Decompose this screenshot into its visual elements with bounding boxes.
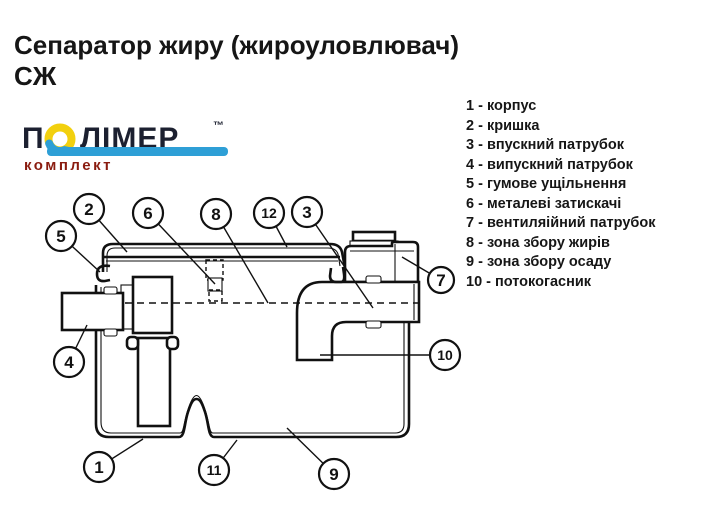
title-line-1: Сепаратор жиру (жироуловлювач) [14,30,459,60]
callout-number: 2 [84,200,93,219]
legend-item-10: 10 - потокогасник [466,273,592,290]
outlet-baffle [120,275,180,428]
callout-12: 12 [252,196,286,230]
callout-2: 2 [72,192,106,226]
inlet-elbow-pipe [295,275,421,362]
legend-item-5: 5 - гумове ущільнення [466,176,627,192]
rubber-seal-left [95,264,111,283]
logo-swoosh [47,147,228,156]
callout-number: 1 [94,458,103,477]
callout-6: 6 [131,196,165,230]
tank-body-outline [94,285,411,439]
legend-item-8: 8 - зона збору жирів [466,234,610,251]
legend-item-1: 1 - корпус [466,98,537,114]
callout-8: 8 [199,197,233,231]
callout-10: 10 [428,338,462,372]
trademark-symbol: ™ [213,120,224,132]
vent-cap [351,230,397,243]
legend-item-4: 4 - випускний патрубок [466,156,633,173]
legend-item-2: 2 - кришка [466,117,540,134]
title-line-2: СЖ [14,61,57,91]
lid-edge-right [328,266,346,284]
callout-number: 11 [207,462,222,478]
legend-item-6: 6 - металеві затискачі [466,195,622,212]
inlet-assembly [343,230,420,284]
callout-5: 5 [44,219,78,253]
logo: П ЛІМЕР ™ комплект [22,120,237,178]
legend-item-9: 9 - зона збору осаду [466,254,612,270]
callout-number: 10 [437,347,453,363]
callout-4: 4 [52,345,86,379]
callout-11: 11 [197,453,231,487]
callout-number: 4 [64,353,74,372]
callout-1: 1 [82,450,116,484]
page-title: Сепаратор жиру (жироуловлювач) СЖ [14,30,484,92]
callout-3: 3 [290,195,324,229]
callout-7: 7 [426,265,456,295]
metal-clamp [205,259,224,302]
callout-number: 7 [436,271,445,290]
outlet-pipe [60,286,125,337]
parts-legend: 1 - корпус 2 - кришка 3 - впускний патру… [466,97,686,292]
callout-number: 5 [56,227,65,246]
callout-number: 6 [143,204,152,223]
callout-number: 12 [261,205,277,221]
callout-9: 9 [317,457,351,491]
logo-subtitle: комплект [24,157,113,174]
legend-item-3: 3 - впускний патрубок [466,137,624,153]
callout-number: 8 [211,205,220,224]
callout-number: 3 [302,203,311,222]
callout-number: 9 [329,465,338,484]
legend-item-7: 7 - вентиляійний патрубок [466,215,656,231]
logo-wordmark-first-letter: П [22,122,44,155]
lid [95,242,347,284]
